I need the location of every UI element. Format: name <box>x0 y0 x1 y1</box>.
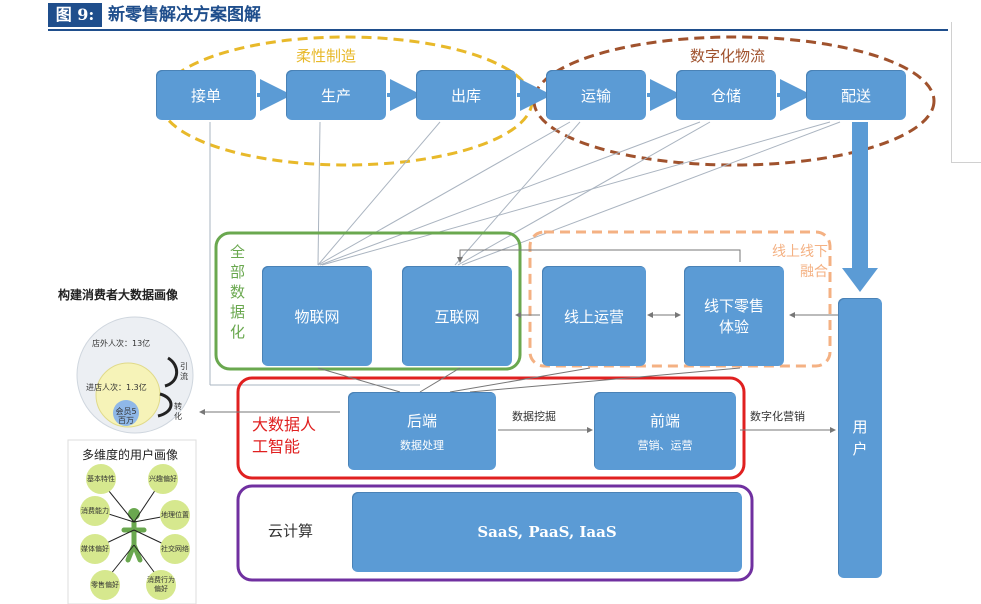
page-title: 新零售解决方案图解 <box>108 5 261 25</box>
frame-all-data <box>214 231 522 371</box>
oval-digital-logistics <box>532 35 936 167</box>
title-bar <box>48 3 948 31</box>
node-online-ops: 线上运营 <box>542 266 646 366</box>
label-digital-marketing: 数字化营销 <box>750 410 805 423</box>
divider <box>951 22 952 162</box>
figure-number: 图 9: <box>48 3 102 27</box>
label-flexible-manufacturing: 柔性制造 <box>296 47 357 65</box>
frame-cloud <box>236 484 754 582</box>
arrow-to-user <box>842 122 878 292</box>
frontend-label: 前端 <box>649 411 680 430</box>
store-visitors-text: 进店人次：1.3亿 <box>86 383 147 392</box>
bubble-consumption: 消费能力 <box>80 496 110 526</box>
label-all-data: 全部数据化 <box>230 243 246 341</box>
node-offline-experience: 线下零售体验 <box>684 266 784 366</box>
frame-ai <box>236 376 746 480</box>
node-order: 接单 <box>156 70 256 120</box>
node-internet: 互联网 <box>402 266 512 366</box>
bubble-social: 社交网络 <box>160 534 190 564</box>
node-iot: 物联网 <box>262 266 372 366</box>
label-data-mining: 数据挖掘 <box>512 410 556 423</box>
node-warehouse: 仓储 <box>676 70 776 120</box>
bubble-retail: 零售偏好 <box>90 570 120 600</box>
node-saas-paas-iaas: SaaS, PaaS, IaaS <box>352 492 742 572</box>
backend-label: 后端 <box>406 411 437 430</box>
multidimensional-profile-title: 多维度的用户画像 <box>82 448 179 462</box>
bubble-interest: 兴趣偏好 <box>148 464 178 494</box>
backend-sub: 数据处理 <box>400 438 444 452</box>
node-user: 用户 <box>838 298 882 578</box>
label-online-offline: 线上线下融合 <box>772 244 828 280</box>
node-transport: 运输 <box>546 70 646 120</box>
node-frontend: 前端 营销、运营 <box>594 392 736 470</box>
attract-text: 引流 <box>180 362 188 381</box>
bubble-basic: 基本特性 <box>86 464 116 494</box>
node-outbound: 出库 <box>416 70 516 120</box>
bubble-media: 媒体偏好 <box>80 534 110 564</box>
consumer-profile-title: 构建消费者大数据画像 <box>58 288 179 302</box>
circle-members <box>113 400 139 426</box>
convert-text: 转化 <box>174 402 182 421</box>
members-text: 会员5百万 <box>115 407 137 425</box>
outer-visitors-text: 店外人次：13亿 <box>92 339 151 348</box>
divider <box>951 162 981 163</box>
label-cloud: 云计算 <box>268 522 314 540</box>
node-backend: 后端 数据处理 <box>348 392 496 470</box>
bubble-behavior: 消费行为偏好 <box>146 570 176 600</box>
bubble-location: 地理位置 <box>160 500 190 530</box>
frontend-sub: 营销、运营 <box>637 438 693 452</box>
node-delivery: 配送 <box>806 70 906 120</box>
label-digital-logistics: 数字化物流 <box>690 47 766 65</box>
node-production: 生产 <box>286 70 386 120</box>
frame-online-offline <box>528 230 832 368</box>
label-ai: 大数据人工智能 <box>252 415 317 456</box>
person-icon <box>121 508 147 563</box>
